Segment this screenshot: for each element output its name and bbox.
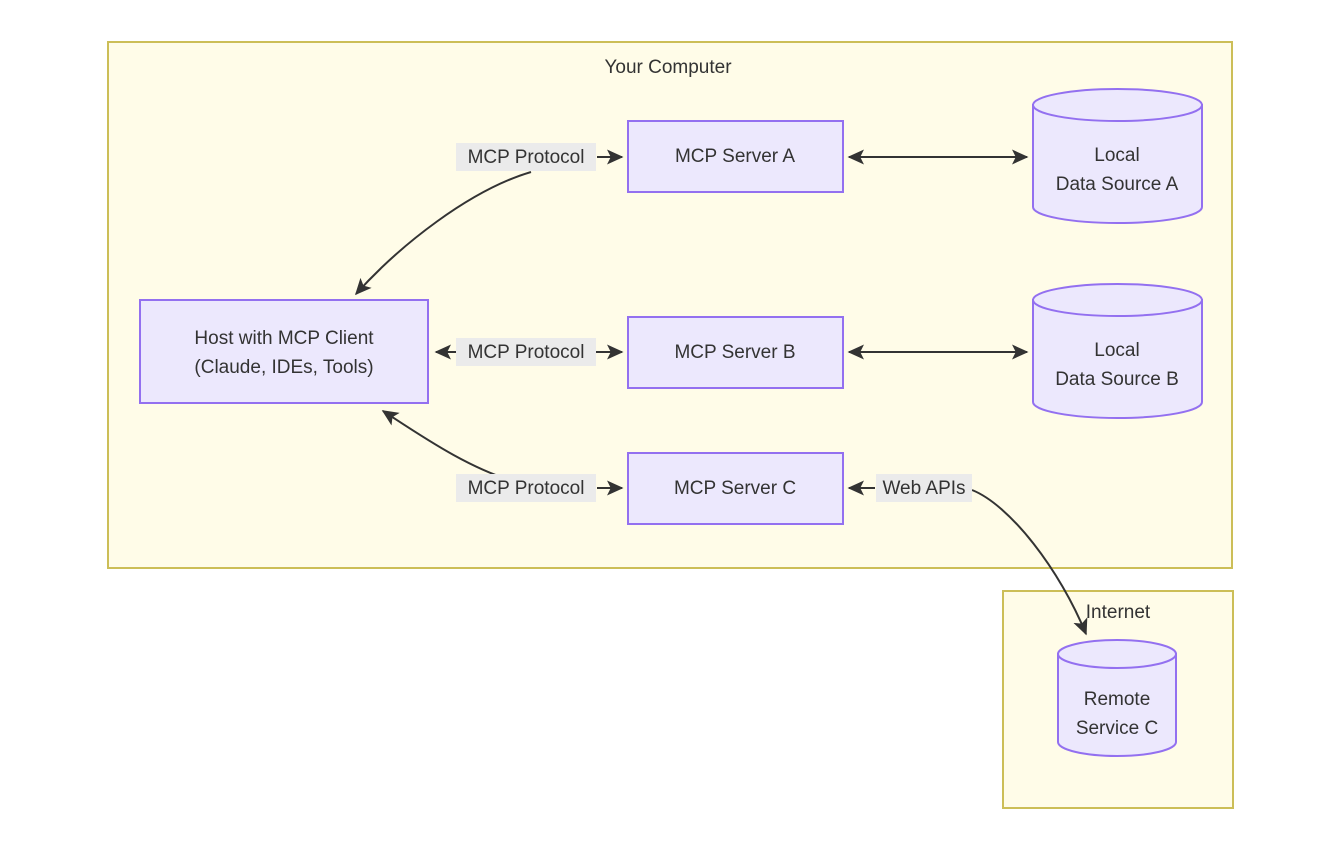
edge-label-host-server-b-text: MCP Protocol xyxy=(468,342,585,363)
edge-label-host-server-c-bg xyxy=(456,474,596,502)
edge-label-host-server-b: MCP Protocol xyxy=(456,338,596,366)
group-internet: Internet xyxy=(1002,590,1234,809)
node-host[interactable]: Host with MCP Client (Claude, IDEs, Tool… xyxy=(139,299,429,404)
node-remote-service-c-label-line2: Service C xyxy=(1076,718,1158,739)
node-data-source-b-top xyxy=(1032,283,1203,317)
node-remote-service-c[interactable]: Remote Service C xyxy=(1057,639,1177,757)
node-data-source-b[interactable]: Local Data Source B xyxy=(1032,283,1203,419)
node-remote-service-c-label-line1: Remote xyxy=(1084,689,1151,710)
edge-label-web-apis-text: Web APIs xyxy=(882,478,965,499)
edge-label-host-server-a-text: MCP Protocol xyxy=(468,147,585,168)
node-server-c[interactable]: MCP Server C xyxy=(627,452,844,525)
node-remote-service-c-body[interactable] xyxy=(1057,653,1177,757)
node-data-source-a-top xyxy=(1032,88,1203,122)
edge-host-server-a xyxy=(354,149,624,296)
node-server-b[interactable]: MCP Server B xyxy=(627,316,844,389)
node-server-c-rect[interactable] xyxy=(627,452,844,525)
edge-label-host-server-a-bg xyxy=(456,143,596,171)
node-data-source-b-label-line1: Local xyxy=(1094,340,1139,361)
node-host-label-line1: Host with MCP Client xyxy=(194,328,374,349)
node-server-b-label: MCP Server B xyxy=(674,342,795,363)
edge-label-host-server-c-text: MCP Protocol xyxy=(468,478,585,499)
edge-label-web-apis-bg xyxy=(876,474,972,502)
node-server-c-label: MCP Server C xyxy=(674,478,796,499)
edge-label-web-apis: Web APIs xyxy=(876,474,972,502)
node-server-b-rect[interactable] xyxy=(627,316,844,389)
node-data-source-a-body[interactable] xyxy=(1032,104,1203,224)
group-internet-rect xyxy=(1002,590,1234,809)
edge-server-c-remote-service-c xyxy=(847,480,1088,636)
node-server-a[interactable]: MCP Server A xyxy=(627,120,844,193)
edge-label-host-server-b-bg xyxy=(456,338,596,366)
node-server-a-label: MCP Server A xyxy=(675,146,795,167)
node-data-source-a-label-line2: Data Source A xyxy=(1056,174,1179,195)
group-your-computer-label: Your Computer xyxy=(604,57,732,78)
edge-server-c-remote-service-c-curve xyxy=(971,489,1088,636)
group-internet-label: Internet xyxy=(1086,602,1151,623)
node-host-label-line2: (Claude, IDEs, Tools) xyxy=(194,357,373,378)
node-remote-service-c-top xyxy=(1057,639,1177,669)
edge-host-server-a-curve xyxy=(354,171,532,296)
edge-label-host-server-c: MCP Protocol xyxy=(456,474,596,502)
edge-label-host-server-a: MCP Protocol xyxy=(456,143,596,171)
node-data-source-b-body[interactable] xyxy=(1032,299,1203,419)
node-server-a-rect[interactable] xyxy=(627,120,844,193)
node-data-source-a[interactable]: Local Data Source A xyxy=(1032,88,1203,224)
node-host-rect[interactable] xyxy=(139,299,429,404)
node-data-source-b-label-line2: Data Source B xyxy=(1055,369,1179,390)
node-data-source-a-label-line1: Local xyxy=(1094,145,1139,166)
